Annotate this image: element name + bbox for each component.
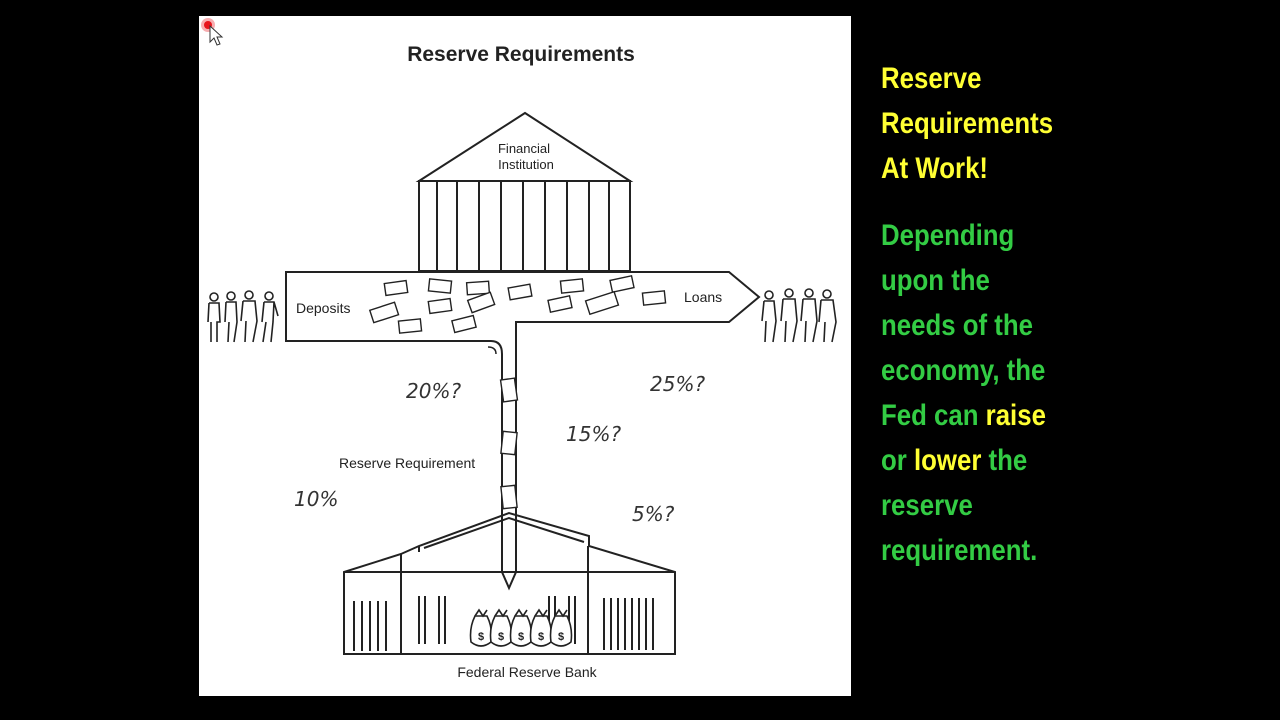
side-body-line: economy, the [881,354,1046,387]
pct-25-note: 25%? [650,372,705,396]
side-body-line: Depending [881,219,1015,252]
side-title-line: Requirements [881,107,1054,140]
highlight-raise: raise [985,399,1046,432]
pct-5-note: 5%? [632,502,675,526]
financial-institution-building [415,111,634,272]
highlight-lower: lower [913,444,982,477]
money-bags [469,608,573,647]
financial-institution-label-2: Institution [498,157,554,172]
pct-15-note: 15%? [566,422,621,446]
diagram-title: Reserve Requirements [407,43,635,66]
side-text-fragment: or [881,444,914,477]
side-body-line: upon the [881,264,990,297]
side-text-fragment: the [981,444,1028,477]
side-title: Reserve Requirements At Work! [881,56,1208,191]
side-text-panel: Reserve Requirements At Work! Depending … [881,56,1208,573]
reserve-diagram: Reserve Requirements Financial Instituti… [207,43,837,680]
pct-20-note: 20%? [406,379,461,403]
dollar-sign-icon: $ [478,631,484,643]
federal-reserve-bank-building [343,511,676,655]
side-body-line: requirement. [881,534,1038,567]
side-body-line: Fed can raise [881,393,1208,438]
deposits-label: Deposits [296,300,350,316]
side-body-line: or lower the [881,438,1208,483]
mouse-cursor-icon [201,18,224,46]
side-body-line: needs of the [881,309,1033,342]
people-left [207,290,279,343]
dollar-sign-icon: $ [518,631,524,643]
side-body-line: reserve [881,489,973,522]
reserve-requirement-label: Reserve Requirement [339,455,475,471]
dollar-sign-icon: $ [498,631,504,643]
flow-arrow [285,271,761,591]
federal-reserve-label: Federal Reserve Bank [457,664,597,680]
side-title-line: Reserve [881,62,982,95]
people-right [761,288,837,343]
side-body: Depending upon the needs of the economy,… [881,213,1208,573]
side-title-line: At Work! [881,152,989,185]
diagram-panel: Reserve Requirements Financial Instituti… [199,16,851,696]
loans-label: Loans [684,289,722,305]
financial-institution-label-1: Financial [498,141,550,156]
dollar-sign-icon: $ [538,631,544,643]
pct-10-note: 10% [294,487,338,511]
side-text-fragment: Fed can [881,399,986,432]
dollar-sign-icon: $ [558,631,564,643]
money-bills [368,275,667,510]
